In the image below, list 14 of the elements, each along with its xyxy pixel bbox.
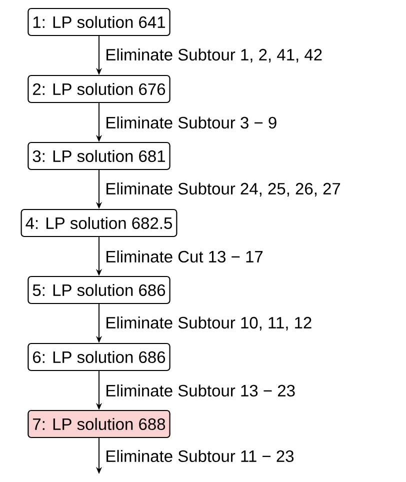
solution-box: 5: LP solution 686 xyxy=(28,276,170,304)
solution-box: 2: LP solution 676 xyxy=(28,74,170,104)
solution-box: 4: LP solution 682.5 xyxy=(20,208,178,238)
solution-box: 3: LP solution 681 xyxy=(28,142,170,170)
edge-label: Eliminate Subtour 3 − 9 xyxy=(104,115,278,130)
edge-label: Eliminate Subtour 13 − 23 xyxy=(104,383,297,398)
solution-box: 6: LP solution 686 xyxy=(28,342,170,372)
solution-box: 1: LP solution 641 xyxy=(28,8,170,36)
edge-label: Eliminate Subtour 10, 11, 12 xyxy=(104,315,314,332)
edge-label: Eliminate Subtour 1, 2, 41, 42 xyxy=(104,47,324,64)
highlighted-box: 7: LP solution 688 xyxy=(28,410,170,438)
edge-label: Eliminate Subtour 11 − 23 xyxy=(104,448,296,464)
edge-label: Eliminate Subtour 24, 25, 26, 27 xyxy=(104,181,342,198)
edge-label: Eliminate Cut 13 − 17 xyxy=(104,249,264,264)
